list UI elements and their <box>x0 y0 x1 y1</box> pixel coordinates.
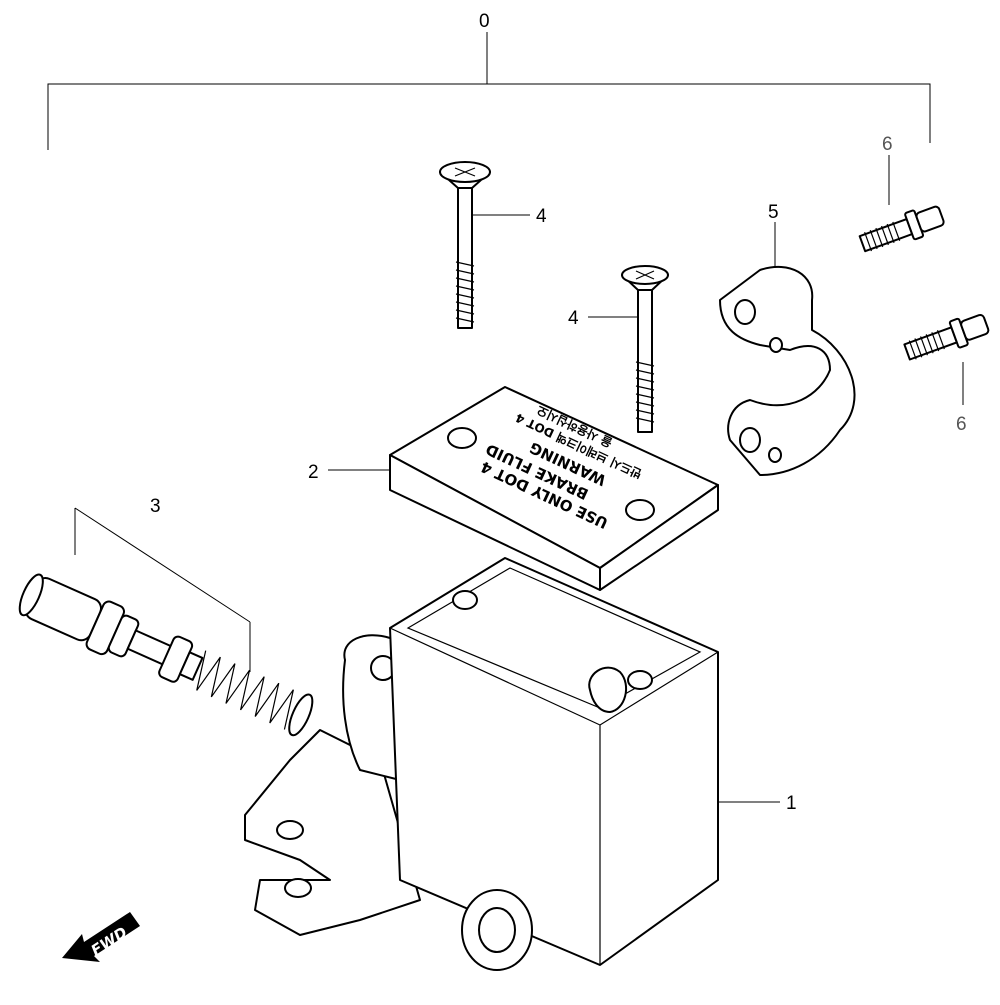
cylinder-body <box>244 557 780 971</box>
callout-3: 3 <box>150 496 161 517</box>
forward-arrow-icon: FWD <box>62 912 140 962</box>
reservoir-cap: USE ONLY DOT 4 BRAKE FLUID WARNING 반드시 브… <box>328 386 719 591</box>
callout-5: 5 <box>768 202 779 223</box>
handlebar-clamp <box>719 222 856 476</box>
clamp-bolt-lower <box>903 313 990 405</box>
callout-6-lower: 6 <box>956 414 967 435</box>
cap-screw-upper <box>439 161 530 329</box>
callout-6-upper: 6 <box>882 134 893 155</box>
callout-1: 1 <box>786 793 797 814</box>
callout-2: 2 <box>308 462 319 483</box>
callout-0: 0 <box>479 11 490 32</box>
assembly-bracket <box>47 32 931 150</box>
callout-4-lower: 4 <box>568 308 579 329</box>
callout-4-upper: 4 <box>536 206 547 227</box>
piston-assembly <box>18 507 314 737</box>
clamp-bolt-upper <box>858 155 945 253</box>
cap-screw-lower <box>588 265 669 433</box>
